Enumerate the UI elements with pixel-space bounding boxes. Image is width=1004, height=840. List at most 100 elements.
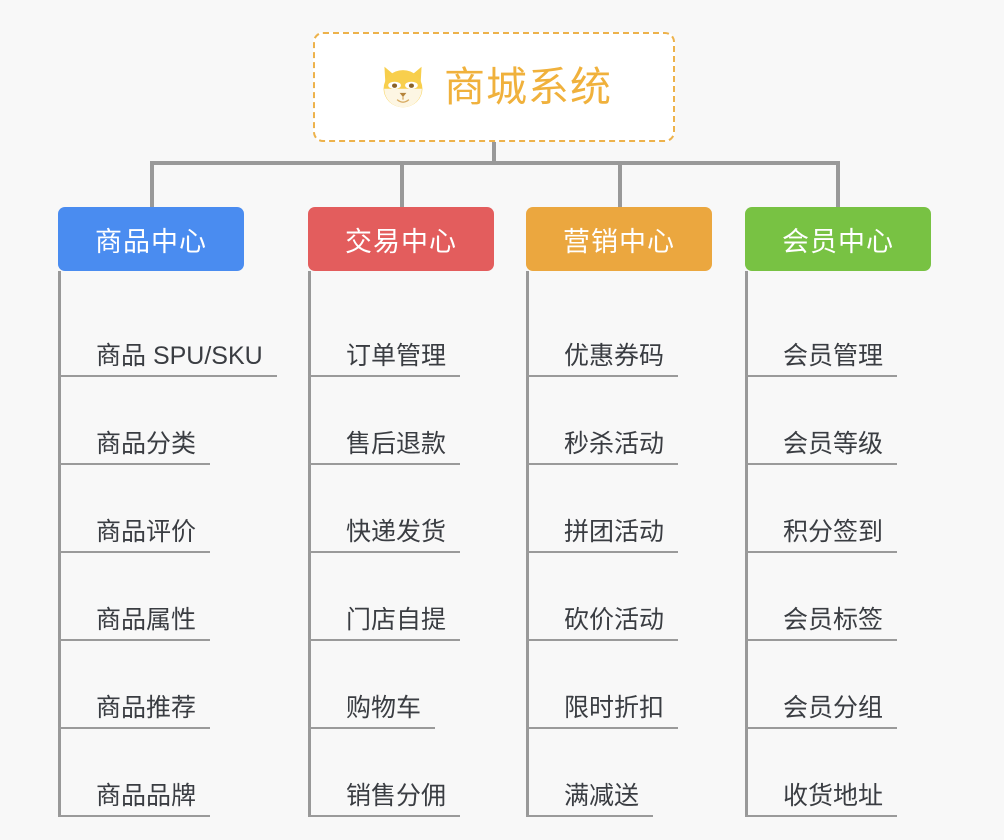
branch-header-trade-center[interactable]: 交易中心 xyxy=(308,207,494,271)
leaf-item[interactable]: 订单管理 xyxy=(308,289,494,377)
leaf-list-trade-center: 订单管理 售后退款 快递发货 门店自提 购物车 销售分佣 xyxy=(308,271,494,817)
branch-trade-center: 交易中心 订单管理 售后退款 快递发货 门店自提 购物车 销售分佣 xyxy=(308,207,494,817)
leaf-item[interactable]: 拼团活动 xyxy=(526,465,712,553)
leaf-item[interactable]: 商品评价 xyxy=(58,465,244,553)
leaf-item[interactable]: 优惠券码 xyxy=(526,289,712,377)
leaf-label: 优惠券码 xyxy=(526,342,678,377)
leaf-list-product-center: 商品 SPU/SKU 商品分类 商品评价 商品属性 商品推荐 商品品牌 xyxy=(58,271,277,817)
leaf-list-marketing-center: 优惠券码 秒杀活动 拼团活动 砍价活动 限时折扣 满减送 xyxy=(526,271,712,817)
leaf-label: 商品属性 xyxy=(58,606,210,641)
leaf-underline xyxy=(526,639,678,641)
leaf-label: 收货地址 xyxy=(745,782,897,817)
leaf-item[interactable]: 会员管理 xyxy=(745,289,931,377)
branch-marketing-center: 营销中心 优惠券码 秒杀活动 拼团活动 砍价活动 限时折扣 满减送 xyxy=(526,207,712,817)
leaf-label: 订单管理 xyxy=(308,342,460,377)
leaf-label: 商品评价 xyxy=(58,518,210,553)
leaf-underline xyxy=(745,727,897,729)
leaf-label: 会员管理 xyxy=(745,342,897,377)
leaf-label: 销售分佣 xyxy=(308,782,460,817)
root-node[interactable]: 商城系统 xyxy=(313,32,675,142)
leaf-label: 秒杀活动 xyxy=(526,430,678,465)
leaf-underline xyxy=(526,551,678,553)
leaf-list-member-center: 会员管理 会员等级 积分签到 会员标签 会员分组 收货地址 xyxy=(745,271,931,817)
leaf-label: 商品推荐 xyxy=(58,694,210,729)
leaf-underline xyxy=(308,639,460,641)
leaf-item[interactable]: 售后退款 xyxy=(308,377,494,465)
leaf-underline xyxy=(745,375,897,377)
leaf-item[interactable]: 会员等级 xyxy=(745,377,931,465)
leaf-underline xyxy=(745,815,897,817)
leaf-item[interactable]: 积分签到 xyxy=(745,465,931,553)
leaf-underline xyxy=(526,815,653,817)
branch-header-product-center[interactable]: 商品中心 xyxy=(58,207,244,271)
connector-horizontal-bus xyxy=(150,161,840,165)
connector-drop-3 xyxy=(618,161,622,207)
branch-header-marketing-center[interactable]: 营销中心 xyxy=(526,207,712,271)
branch-header-member-center[interactable]: 会员中心 xyxy=(745,207,931,271)
branch-header-label: 交易中心 xyxy=(345,226,457,257)
connector-drop-1 xyxy=(150,161,154,207)
leaf-underline xyxy=(58,639,210,641)
leaf-label: 会员标签 xyxy=(745,606,897,641)
leaf-label: 会员分组 xyxy=(745,694,897,729)
leaf-underline xyxy=(745,551,897,553)
leaf-item[interactable]: 商品分类 xyxy=(58,377,244,465)
connector-root-stem xyxy=(492,142,496,164)
leaf-underline xyxy=(58,463,210,465)
branch-header-label: 营销中心 xyxy=(563,226,675,257)
leaf-label: 商品分类 xyxy=(58,430,210,465)
leaf-item[interactable]: 销售分佣 xyxy=(308,729,494,817)
leaf-label: 商品 SPU/SKU xyxy=(58,342,277,377)
leaf-rail xyxy=(526,271,529,817)
branch-header-label: 商品中心 xyxy=(95,226,207,257)
leaf-label: 拼团活动 xyxy=(526,518,678,553)
root-title: 商城系统 xyxy=(444,63,612,110)
leaf-item[interactable]: 会员分组 xyxy=(745,641,931,729)
leaf-item[interactable]: 购物车 xyxy=(308,641,494,729)
leaf-underline xyxy=(526,727,678,729)
leaf-label: 快递发货 xyxy=(308,518,460,553)
leaf-underline xyxy=(308,727,435,729)
leaf-underline xyxy=(745,639,897,641)
leaf-label: 限时折扣 xyxy=(526,694,678,729)
leaf-label: 门店自提 xyxy=(308,606,460,641)
branch-header-label: 会员中心 xyxy=(782,226,894,257)
leaf-label: 会员等级 xyxy=(745,430,897,465)
leaf-item[interactable]: 满减送 xyxy=(526,729,712,817)
leaf-underline xyxy=(58,551,210,553)
leaf-item[interactable]: 商品推荐 xyxy=(58,641,244,729)
leaf-underline xyxy=(308,551,460,553)
shiba-dog-face-icon xyxy=(383,66,423,108)
leaf-label: 砍价活动 xyxy=(526,606,678,641)
leaf-underline xyxy=(308,463,460,465)
leaf-item[interactable]: 快递发货 xyxy=(308,465,494,553)
leaf-underline xyxy=(58,727,210,729)
leaf-item[interactable]: 门店自提 xyxy=(308,553,494,641)
leaf-item[interactable]: 秒杀活动 xyxy=(526,377,712,465)
leaf-underline xyxy=(526,463,678,465)
leaf-item[interactable]: 砍价活动 xyxy=(526,553,712,641)
leaf-item[interactable]: 商品 SPU/SKU xyxy=(58,289,277,377)
leaf-underline xyxy=(745,463,897,465)
branch-product-center: 商品中心 商品 SPU/SKU 商品分类 商品评价 商品属性 商品推荐 商品品牌 xyxy=(58,207,277,817)
leaf-label: 商品品牌 xyxy=(58,782,210,817)
leaf-item[interactable]: 商品属性 xyxy=(58,553,244,641)
leaf-item[interactable]: 限时折扣 xyxy=(526,641,712,729)
leaf-underline xyxy=(308,375,460,377)
leaf-label: 售后退款 xyxy=(308,430,460,465)
leaf-item[interactable]: 商品品牌 xyxy=(58,729,244,817)
connector-drop-2 xyxy=(400,161,404,207)
leaf-label: 购物车 xyxy=(308,694,435,729)
leaf-rail xyxy=(745,271,748,817)
connector-drop-4 xyxy=(836,161,840,207)
leaf-underline xyxy=(58,815,210,817)
leaf-label: 满减送 xyxy=(526,782,653,817)
leaf-item[interactable]: 收货地址 xyxy=(745,729,931,817)
leaf-underline xyxy=(526,375,678,377)
leaf-rail xyxy=(308,271,311,817)
leaf-underline xyxy=(308,815,460,817)
leaf-underline xyxy=(58,375,277,377)
leaf-item[interactable]: 会员标签 xyxy=(745,553,931,641)
leaf-rail xyxy=(58,271,61,817)
